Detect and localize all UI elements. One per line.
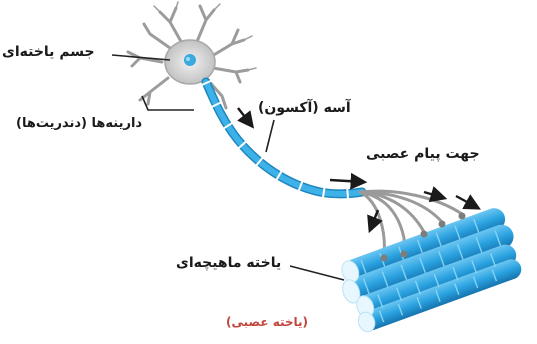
leader-lines <box>112 55 344 280</box>
nucleus <box>184 54 196 66</box>
arrow-axon <box>238 108 252 126</box>
leader-axon <box>266 120 274 152</box>
label-axon: آسه (آکسون) <box>258 100 351 116</box>
label-cell-body: جسم یاخته‌ای <box>2 44 95 60</box>
cell-body <box>165 40 215 84</box>
label-impulse-direction: جهت پیام عصبی <box>366 146 480 162</box>
leader-muscle <box>290 266 344 280</box>
arrow-main <box>330 180 364 182</box>
muscle-bundle <box>333 204 527 335</box>
label-muscle-cell: یاخته ماهیچه‌ای <box>176 255 281 271</box>
arrow-branch-1 <box>370 210 378 230</box>
figure-caption: (یاخته عصبی) <box>226 315 308 329</box>
label-dendrites: دارینه‌ها (دندریت‌ها) <box>16 116 142 131</box>
axon <box>206 82 362 194</box>
arrow-branch-3 <box>456 196 478 208</box>
